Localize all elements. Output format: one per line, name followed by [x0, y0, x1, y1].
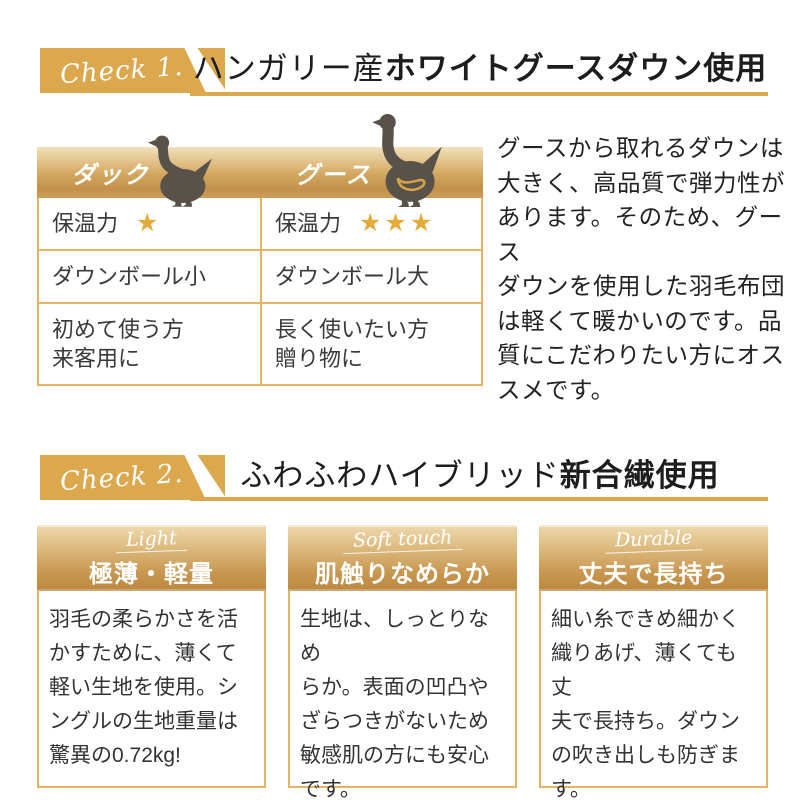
check2-heading-bold: 新合繊使用 — [559, 458, 720, 493]
duck-warmth-stars: ★ — [136, 209, 162, 237]
check1-heading-light: ハンガリー産 — [192, 51, 385, 86]
feature-card-softtouch-en-label: Soft touch — [342, 525, 463, 554]
check1-heading-bold: ホワイトグースダウン使用 — [384, 51, 768, 86]
check1-heading: ハンガリー産ホワイトグースダウン使用 — [190, 46, 770, 92]
table-row-warmth: 保温力 ★ 保温力 ★★★ — [39, 198, 481, 249]
duck-warmth-cell: 保温力 ★ — [39, 198, 260, 249]
feature-card-durable-body: 細い糸できめ細かく 織りあげ、薄くても丈 夫で長持ち。ダウン の吹き出しも防ぎま… — [539, 591, 768, 800]
check2-badge-label: Check 2. — [59, 458, 185, 497]
duck-warmth-label: 保温力 — [52, 211, 119, 236]
feature-card-softtouch-body: 生地は、しっとりなめ らか。表面の凹凸や ざらつきがないため 敏感肌の方にも安心… — [288, 591, 517, 800]
check2-badge: Check 2. — [40, 455, 206, 500]
feature-card-light: Light 極薄・軽量 羽毛の柔らかさを活 かすために、薄くて 軽い生地を使用。… — [37, 525, 266, 788]
goose-down-description: グースから取れるダウンは 大きく、高品質で弾力性が あります。そのため、グース … — [497, 135, 785, 403]
goose-downball-cell: ダウンボール大 — [260, 251, 481, 302]
feature-card-durable: Durable 丈夫で長持ち 細い糸できめ細かく 織りあげ、薄くても丈 夫で長持… — [539, 525, 768, 800]
feature-card-light-header: Light 極薄・軽量 — [37, 525, 266, 591]
goose-warmth-stars: ★★★ — [359, 209, 436, 237]
goose-icon — [372, 114, 442, 207]
feature-card-softtouch-header: Soft touch 肌触りなめらか — [288, 525, 517, 591]
feature-card-softtouch: Soft touch 肌触りなめらか 生地は、しっとりなめ らか。表面の凹凸や … — [288, 525, 517, 800]
goose-warmth-label: 保温力 — [275, 211, 342, 236]
feature-card-light-title: 極薄・軽量 — [89, 560, 214, 588]
feature-card-light-body: 羽毛の柔らかさを活 かすために、薄くて 軽い生地を使用。シ ングルの生地重量は … — [37, 591, 266, 788]
duck-recommendation-cell: 初めて使う方 来客用に — [52, 317, 185, 371]
check1-badge-label: Check 1. — [59, 51, 185, 90]
feature-card-durable-title: 丈夫で長持ち — [578, 560, 729, 588]
goose-wing-line — [396, 177, 426, 192]
goose-recommendation-cell: 長く使いたい方 贈り物に — [260, 304, 481, 384]
feature-card-light-en-label: Light — [115, 526, 188, 553]
check2-heading: ふわふわハイブリッド新合繊使用 — [190, 453, 770, 499]
feature-card-durable-header: Durable 丈夫で長持ち — [539, 525, 768, 591]
goose-warmth-cell: 保温力 ★★★ — [260, 198, 481, 249]
check2-heading-light: ふわふわハイブリッド — [240, 458, 560, 493]
table-row-downball: ダウンボール小 ダウンボール大 — [39, 249, 481, 302]
duck-column-header: ダック — [37, 147, 260, 198]
feature-card-durable-en-label: Durable — [604, 525, 703, 554]
goose-column-label: グース — [295, 162, 372, 189]
goose-column-header: グース — [260, 147, 483, 198]
check1-heading-underline — [190, 92, 768, 96]
check1-badge: Check 1. — [40, 48, 206, 93]
comparison-table-body: 保温力 ★ 保温力 ★★★ ダウンボール小 ダウンボール大 初めて使う方 来客用… — [37, 198, 483, 386]
check2-heading-underline — [190, 497, 768, 501]
table-row-recommendation: 初めて使う方 来客用に 長く使いたい方 贈り物に — [39, 302, 481, 384]
duck-column-label: ダック — [71, 162, 150, 189]
duck-icon — [147, 135, 213, 207]
feature-card-softtouch-title: 肌触りなめらか — [315, 560, 490, 588]
duck-downball-cell: ダウンボール小 — [52, 264, 207, 289]
